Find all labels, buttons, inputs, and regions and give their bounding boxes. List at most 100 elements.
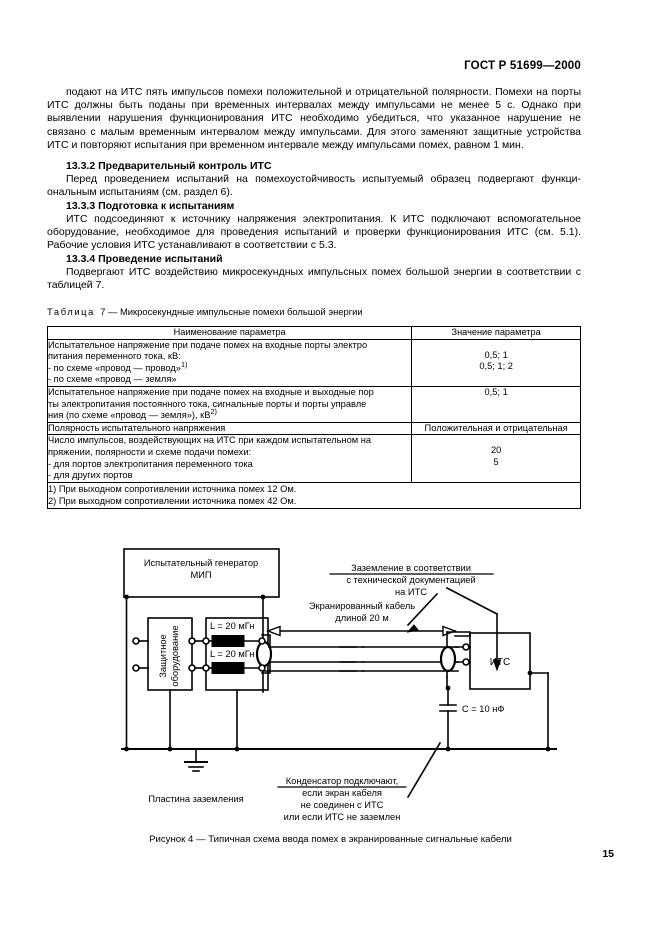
figure-4-area: Испытательный генератор МИП Защитное обо…	[0, 540, 661, 870]
table-caption-label: Таблица	[47, 306, 95, 317]
eut-box	[469, 632, 531, 690]
row0-footnote-marker: 1)	[180, 359, 188, 369]
grounding-leader-right-arrow	[492, 659, 502, 672]
footnote-2: 2) При выходном сопротивлении источника …	[48, 496, 297, 507]
label-protective-equipment-line1: Защитное	[158, 634, 168, 677]
label-test-generator-line2: МИП	[190, 570, 211, 580]
table-body: Испытательное напряжение при подаче поме…	[46, 338, 581, 509]
label-cable-line2: длиной 20 м	[335, 613, 388, 623]
document-header-standard-id: ГОСТ Р 51699—2000	[464, 60, 581, 72]
row0-name-line3: - по схеме «провод — земля»	[48, 374, 177, 385]
cell-parameter-name: Испытательное напряжение при подаче поме…	[46, 385, 413, 423]
grounding-leader-left-arrow	[406, 624, 419, 633]
row1-name-line2: ния (по схеме «провод — земля»), кВ	[48, 410, 211, 421]
row3-name-line0: Число импульсов, воздействующих на ИТС п…	[48, 435, 372, 446]
row1-name-line0: Испытательное напряжение при подаче поме…	[48, 386, 374, 397]
label-inductor-top: L = 20 мГн	[210, 621, 254, 631]
footnote-1: 1) При выходном сопротивлении источника …	[48, 483, 297, 494]
cell-parameter-name: Число импульсов, воздействующих на ИТС п…	[46, 434, 413, 483]
row0-name-line2: - по схеме «провод — провод»	[48, 362, 181, 373]
table-caption-dash: —	[108, 306, 118, 317]
terminal-circles	[132, 637, 470, 672]
column-header-parameter-name: Наименование параметра	[46, 326, 413, 340]
section-body-13-3-4: Подвергают ИТС воздействию микросекундны…	[47, 266, 581, 292]
table-row: Испытательное напряжение при подаче поме…	[46, 385, 581, 423]
row3-value-line1: 5	[493, 456, 499, 467]
label-capacitor-note-line3: не соединен с ИТС	[301, 800, 384, 810]
row1-value-line0: 0,5; 1	[484, 386, 508, 397]
test-generator-box	[123, 548, 280, 598]
capacitor-note-leader	[406, 741, 442, 799]
row1-name-line1: ты электропитания постоянного тока, сигн…	[48, 398, 367, 409]
label-eut: ИТС	[490, 657, 511, 668]
section-body-13-3-3: ИТС подсоединяют к источнику напряжения …	[47, 213, 581, 252]
cable-dash-dot-marks	[339, 646, 365, 672]
inductor-bottom-symbol	[211, 662, 245, 674]
row0-value-line0: 0,5; 1	[484, 349, 508, 360]
right-cable-shield-ferrule	[439, 645, 457, 673]
section-heading-13-3-3-block: 13.3.3 Подготовка к испытаниям	[47, 200, 581, 213]
cell-parameter-name: Испытательное напряжение при подаче поме…	[46, 338, 413, 387]
table-caption: Таблица 7 — Микросекундные импульсные по…	[47, 306, 363, 317]
circuit-junction-dots	[124, 594, 533, 691]
section-body-13-3-4-block: Подвергают ИТС воздействию микросекундны…	[47, 266, 581, 292]
cell-parameter-value: 0,5; 1	[411, 385, 581, 423]
parameters-table: Наименование параметра Значение параметр…	[46, 326, 581, 509]
right-connector-bracket-top	[446, 631, 471, 636]
grounding-leader-right-diagonal	[445, 586, 499, 616]
table-footnotes: 1) При выходном сопротивлении источника …	[47, 481, 581, 509]
intro-paragraph: подают на ИТС пять импульсов помехи поло…	[47, 86, 581, 151]
cable-length-arrow-right	[442, 625, 457, 637]
row0-value-line1: 0,5; 1; 2	[479, 361, 513, 372]
section-heading-13-3-4-block: 13.3.4 Проведение испытаний	[47, 253, 581, 266]
row3-name-line3: - для других портов	[48, 470, 133, 481]
page-number: 15	[602, 848, 614, 860]
table-row: Испытательное напряжение при подаче поме…	[46, 338, 581, 387]
table-row: Число импульсов, воздействующих на ИТС п…	[46, 434, 581, 483]
label-grounding-line3: на ИТС	[395, 587, 427, 597]
row0-name-line1: питания переменного тока, кВ:	[48, 351, 181, 362]
row3-name-line2: - для портов электропитания переменного …	[48, 458, 253, 469]
row3-name-line1: пряжении, полярности и схеме подачи поме…	[48, 446, 252, 457]
cable-length-arrow-left	[266, 625, 281, 637]
section-body-13-3-3-block: ИТС подсоединяют к источнику напряжения …	[47, 213, 581, 253]
label-cable-line1: Экранированный кабель	[309, 601, 415, 611]
label-capacitor: C = 10 нФ	[462, 704, 504, 714]
section-heading-13-3-2-block: 13.3.2 Предварительный контроль ИТС	[47, 160, 581, 173]
ground-rail-junctions	[124, 746, 551, 752]
table-header-row: Наименование параметра Значение параметр…	[46, 326, 581, 340]
row0-name-line0: Испытательное напряжение при подаче поме…	[48, 339, 368, 350]
table-row: Полярность испытательного напряжения Пол…	[46, 421, 581, 436]
cell-parameter-name: Полярность испытательного напряжения	[46, 421, 413, 436]
figure-caption: Рисунок 4 — Типичная схема ввода помех в…	[149, 834, 512, 845]
section-heading-13-3-2: 13.3.2 Предварительный контроль ИТС	[66, 160, 272, 172]
row2-name-line0: Полярность испытательного напряжения	[48, 422, 226, 433]
label-ground-plate: Пластина заземления	[148, 794, 243, 804]
table-caption-number: 7	[100, 306, 106, 317]
section-heading-13-3-3: 13.3.3 Подготовка к испытаниям	[66, 200, 235, 212]
table-footnote-row: 1) При выходном сопротивлении источника …	[47, 481, 581, 509]
cell-parameter-value: 20 5	[411, 434, 581, 483]
intro-paragraph-block: подают на ИТС пять импульсов помехи поло…	[47, 86, 581, 152]
table-head: Наименование параметра Значение параметр…	[46, 326, 581, 340]
column-header-parameter-value: Значение параметра	[411, 326, 581, 340]
row1-footnote-marker: 2)	[210, 407, 217, 417]
inductor-top-symbol	[211, 635, 245, 647]
section-body-13-3-2: Перед проведением испытаний на помехоуст…	[47, 173, 581, 199]
cell-parameter-value: Положительная и отрицательная	[411, 421, 581, 436]
label-grounding-line1: Заземление в соответствии	[351, 563, 471, 573]
grounding-leader-left	[406, 592, 439, 627]
label-capacitor-note-line1: Конденсатор подключают,	[286, 776, 399, 786]
row3-value-line0: 20	[490, 445, 502, 456]
label-capacitor-note-line4: или если ИТС не заземлен	[284, 812, 401, 822]
cell-parameter-value: 0,5; 1 0,5; 1; 2	[411, 338, 581, 387]
section-heading-13-3-4: 13.3.4 Проведение испытаний	[66, 253, 223, 265]
table-caption-title: Микросекундные импульсные помехи большой…	[120, 306, 363, 317]
label-capacitor-note-line2: если экран кабеля	[302, 788, 382, 798]
section-body-13-3-2-block: Перед проведением испытаний на помехоуст…	[47, 173, 581, 199]
label-protective-equipment-line2: оборудование	[170, 625, 180, 686]
label-grounding-line2: с технической документацией	[346, 575, 475, 585]
label-inductor-bottom: L = 20 мГн	[210, 649, 254, 659]
label-test-generator-line1: Испытательный генератор	[144, 558, 258, 568]
